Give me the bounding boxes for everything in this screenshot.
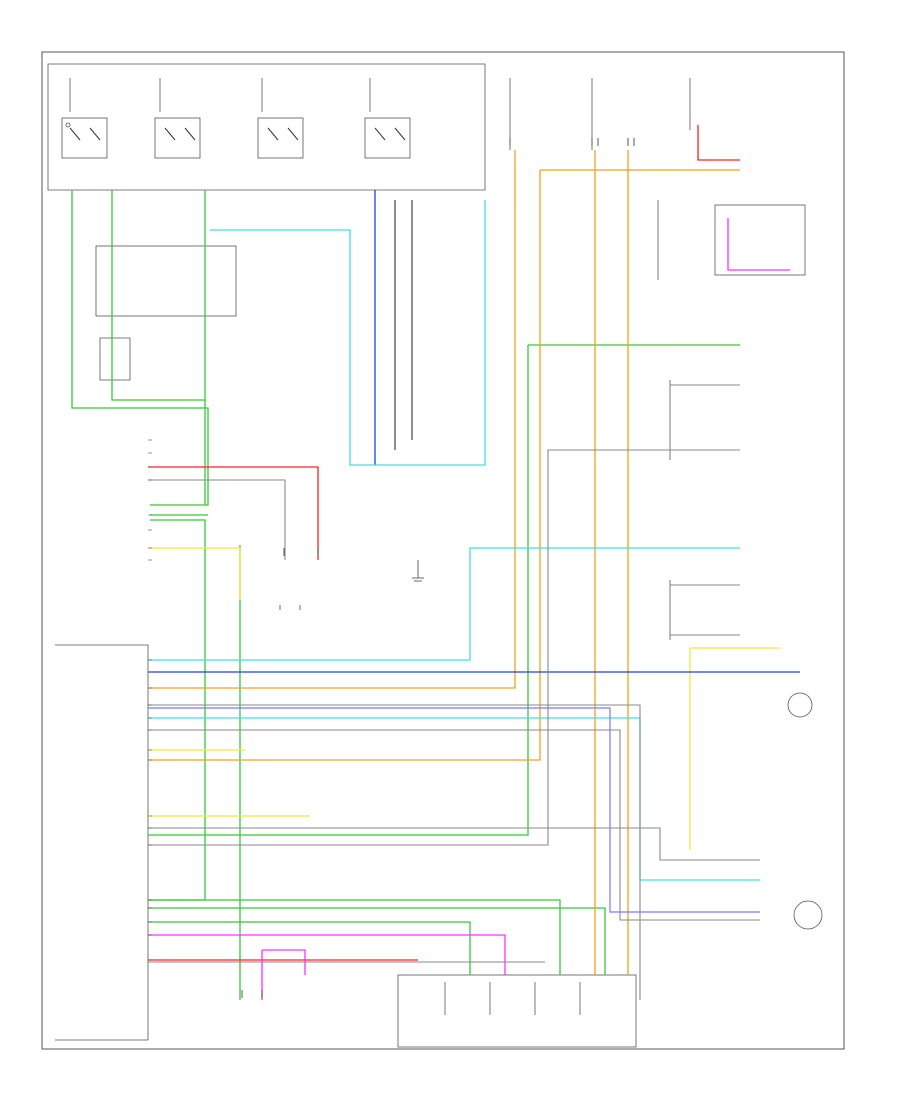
wires-orange [148,150,740,975]
fuse-symbols-top [69,78,691,150]
connector-markers [241,138,635,998]
hvac-control-module-outline [55,644,149,1041]
wires-magenta [148,218,790,1000]
relay-1 [61,117,108,159]
wires-yellow [148,547,780,850]
wires-lightblue [148,707,760,913]
blower-motor-symbol [99,337,131,381]
diagram-frame [41,51,845,1050]
wires-red [148,125,740,961]
wires-green [71,190,740,1000]
relay-3 [257,117,304,159]
blower-resistor-block [95,245,237,317]
underhood-fuse-block-outline [47,63,486,191]
relay-2 [154,117,201,159]
left-module-pin-ticks [148,439,152,961]
ground-icons [279,560,424,610]
temp-sensor-icon [787,692,813,718]
wires-blue [148,190,800,673]
mode-door-actuator-outline [397,974,637,1048]
relay-4 [364,117,411,159]
temp-sensor-icon-2 [793,900,823,930]
right-connector-top [714,204,806,276]
wires-gray [148,200,760,1000]
